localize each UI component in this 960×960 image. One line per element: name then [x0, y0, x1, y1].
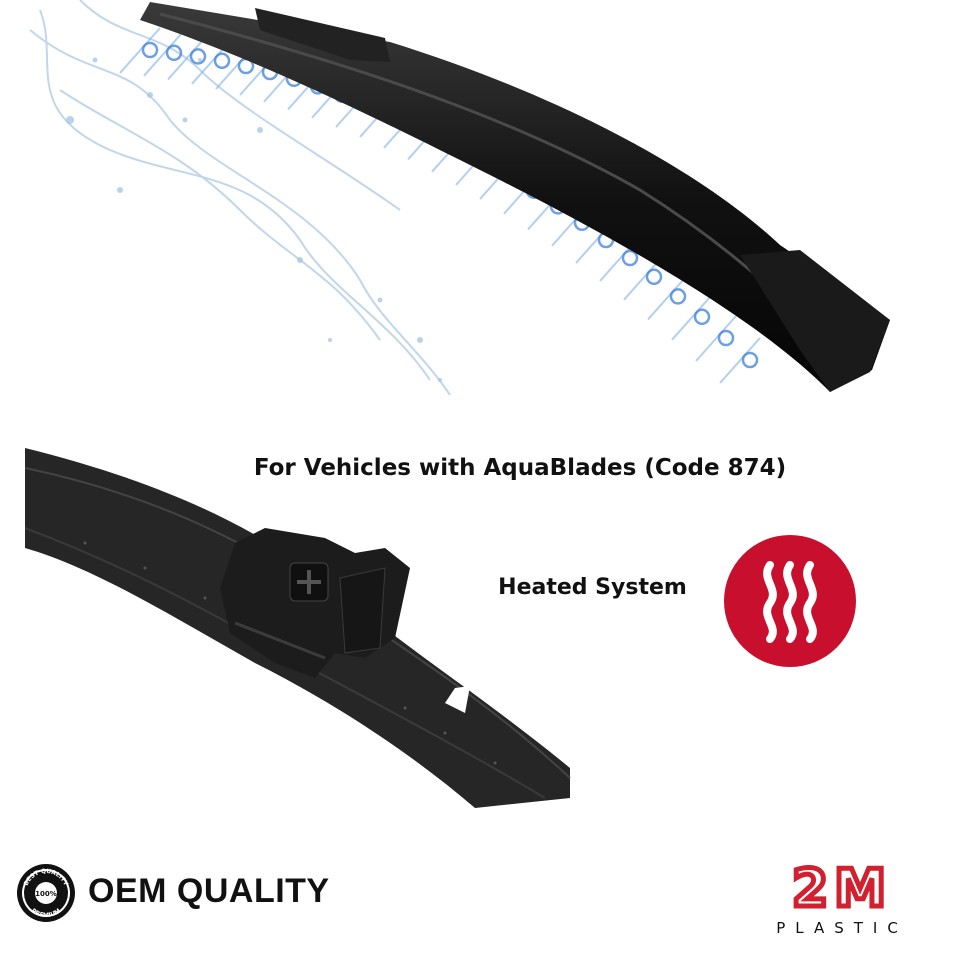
water-splash	[29, 0, 451, 396]
heat-waves-icon	[724, 535, 856, 667]
seal-center-text: 100%	[35, 890, 57, 898]
spray-jet	[719, 337, 761, 384]
spray-bubble	[741, 351, 759, 369]
water-droplets	[66, 57, 442, 382]
spray-bubble	[693, 308, 711, 326]
spray-jet	[143, 30, 185, 77]
hero-wiper-blade-image	[29, 0, 890, 396]
spray-bubble	[669, 288, 687, 305]
spray-bubble	[213, 52, 231, 70]
spray-bubble	[189, 48, 207, 65]
spray-bubble	[717, 329, 735, 347]
blade-notch	[445, 686, 470, 713]
blade-connector	[255, 8, 390, 62]
headline: For Vehicles with AquaBlades (Code 874)	[253, 455, 787, 481]
blade-end-cap	[740, 250, 890, 392]
spray-bubble	[141, 41, 159, 59]
spray-bubble	[165, 44, 183, 62]
spray-jet	[119, 27, 161, 74]
adapter-clip	[220, 528, 410, 678]
seal-bottom-text: PREMIUM	[30, 907, 62, 919]
brand-name: 2M	[792, 860, 892, 919]
brand-logo: 2M PLASTIC	[776, 860, 908, 937]
oem-quality-label: OEM QUALITY	[88, 872, 330, 910]
wiper-adapter-closeup-image	[25, 448, 571, 808]
svg-text:PREMIUM: PREMIUM	[30, 907, 62, 919]
spray-jet	[695, 315, 737, 362]
spray-jet	[647, 273, 689, 321]
quality-seal-icon: BEST QUALITY PREMIUM 100%	[17, 864, 75, 922]
brand-subtitle: PLASTIC	[776, 919, 908, 937]
heated-system-label: Heated System	[498, 575, 687, 600]
spray-bubble	[621, 249, 639, 267]
spray-bubble	[645, 268, 663, 286]
spray-jet	[671, 294, 713, 341]
